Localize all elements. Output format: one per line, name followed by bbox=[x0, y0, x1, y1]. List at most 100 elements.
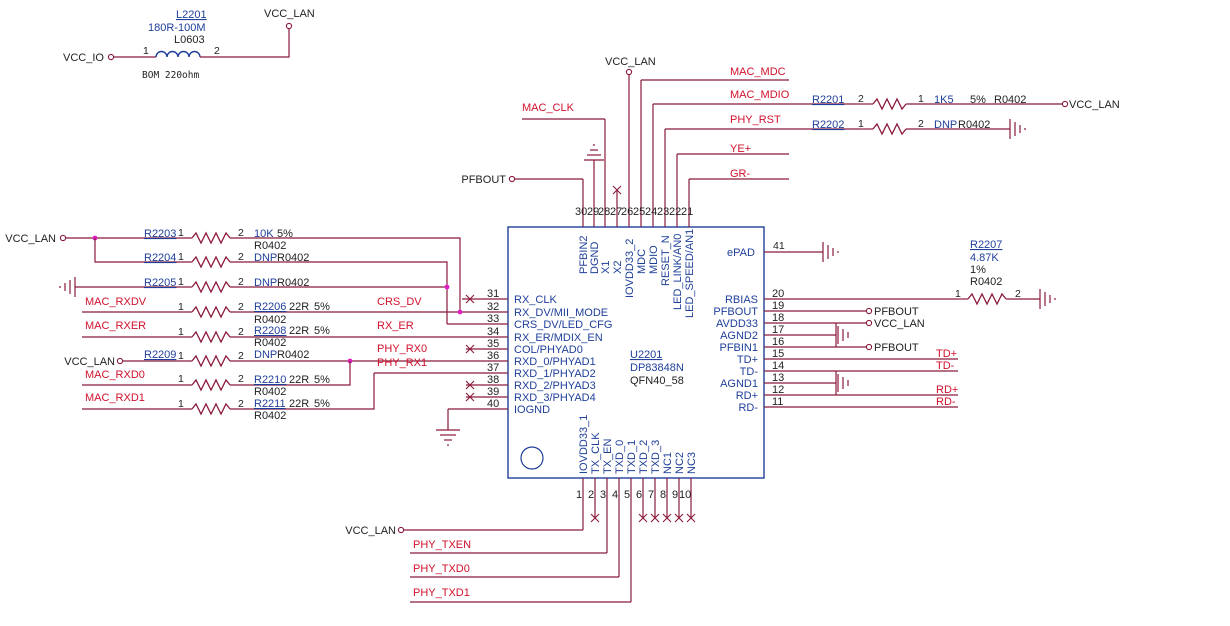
right-pins: 41 ePAD 20 19 18 17 16 15 14 13 12 11 RB… bbox=[713, 240, 958, 414]
net-mac-rxd1: MAC_RXD1 bbox=[85, 392, 145, 404]
net-mac-rxer: MAC_RXER bbox=[85, 320, 146, 332]
r2208-tol: 5% bbox=[314, 325, 330, 337]
r2208-ref: R2208 bbox=[254, 325, 286, 337]
l2201-pin1: 1 bbox=[143, 45, 149, 57]
r2207-pkg: R0402 bbox=[970, 276, 1002, 288]
nc-mark-7 bbox=[650, 513, 660, 523]
resistor-r2204[interactable]: R2204 1 2 DNP R0402 bbox=[144, 251, 309, 269]
r2201-ref: R2201 bbox=[812, 94, 844, 106]
r2209-pin1: 1 bbox=[178, 350, 184, 362]
resistor-r2210[interactable]: 1 2 R2210 22R 5% R0402 bbox=[178, 373, 330, 398]
resistor-r2203[interactable]: R2203 1 2 10K 5% R0402 bbox=[144, 227, 293, 252]
pin-name-x1: X1 bbox=[600, 261, 612, 274]
pin-num-11: 11 bbox=[772, 396, 783, 408]
pin-num-17: 17 bbox=[772, 324, 784, 336]
pin-name-txd2: TXD_2 bbox=[638, 440, 650, 474]
net-rx-er: RX_ER bbox=[377, 320, 414, 332]
r2211-tol: 5% bbox=[314, 398, 330, 410]
net-phy-txen: PHY_TXEN bbox=[413, 539, 471, 551]
r2208-value: 22R bbox=[289, 325, 309, 337]
nc-mark-8 bbox=[662, 513, 672, 523]
resistor-r2206[interactable]: 1 2 R2206 22R 5% R0402 bbox=[178, 301, 330, 326]
inductor-l2201[interactable]: VCC_IO L2201 180R-100M L0603 1 2 BOM 220… bbox=[63, 8, 315, 81]
top-nets: VCC_LAN MAC_CLK PFBOUT MAC_MDC MAC_MDIO … bbox=[461, 56, 860, 186]
r2201-tol: 5% bbox=[970, 94, 986, 106]
pin-name-txd3: TXD_3 bbox=[650, 440, 662, 474]
nc-mark-x2 bbox=[612, 185, 622, 195]
net-gr-minus: GR- bbox=[730, 168, 751, 180]
r2207-value: 4.87K bbox=[970, 252, 999, 264]
pin-name-rx-er: RX_ER/MDIX_EN bbox=[514, 332, 603, 344]
left-net-wiring: VCC_LAN MAC_RXDV CRS_DV MAC_RXER RX_ER V… bbox=[5, 233, 463, 410]
r2203-tol: 5% bbox=[277, 228, 293, 240]
resistor-r2201[interactable]: R2201 2 1 1K5 5% R0402 VCC_LAN bbox=[812, 93, 1120, 111]
r2204-ref: R2204 bbox=[144, 252, 176, 264]
chip-u2201[interactable]: U2201 DP83848N QFN40_58 bbox=[507, 226, 765, 479]
resistor-r2211[interactable]: 1 2 R2211 22R 5% R0402 bbox=[178, 398, 330, 422]
pin-name-rbias: RBIAS bbox=[725, 294, 758, 306]
pin-num-24: 24 bbox=[645, 206, 657, 218]
pin-name-nc1: NC1 bbox=[662, 452, 674, 474]
r2206-tol: 5% bbox=[314, 301, 330, 313]
resistor-r2209[interactable]: R2209 1 2 DNP R0402 bbox=[144, 349, 309, 368]
r2210-ref: R2210 bbox=[254, 374, 286, 386]
r2206-value: 22R bbox=[289, 301, 309, 313]
pin-num-20: 20 bbox=[772, 288, 784, 300]
r2206-ref: R2206 bbox=[254, 301, 286, 313]
r2202-value: DNP bbox=[934, 119, 957, 131]
pin-num-26: 26 bbox=[621, 206, 633, 218]
pin-num-25: 25 bbox=[633, 206, 645, 218]
pin-name-iognd: IOGND bbox=[514, 404, 550, 416]
nc-mark-10 bbox=[686, 513, 696, 523]
r2206-pkg: R0402 bbox=[254, 314, 286, 326]
net-pfbout-left: PFBOUT bbox=[461, 174, 506, 186]
resistor-r2208[interactable]: 1 2 R2208 22R 5% R0402 bbox=[178, 325, 330, 349]
r2210-tol: 5% bbox=[314, 374, 330, 386]
ground-dgnd-icon bbox=[584, 144, 604, 161]
resistor-r2207[interactable]: R2207 4.87K 1% R0402 1 2 bbox=[955, 239, 1056, 309]
pin-name-mdc: MDC bbox=[636, 249, 648, 274]
pin-num-23: 23 bbox=[657, 206, 669, 218]
r2203-value: 10K bbox=[254, 228, 274, 240]
pin-name-pfbin1: PFBIN1 bbox=[719, 342, 758, 354]
r2209-pkg: R0402 bbox=[277, 349, 309, 361]
l2201-package: L0603 bbox=[174, 34, 205, 46]
r2202-pkg: R0402 bbox=[958, 119, 990, 131]
pin-name-avdd33: AVDD33 bbox=[716, 318, 758, 330]
pin-num-21: 21 bbox=[681, 206, 693, 218]
pin-name-col: COL/PHYAD0 bbox=[514, 344, 583, 356]
bottom-net-wiring: VCC_LAN PHY_TXEN PHY_TXD0 PHY_TXD1 bbox=[345, 525, 631, 603]
r2202-pin-a: 1 bbox=[858, 118, 864, 130]
pin-num-33: 33 bbox=[487, 313, 499, 325]
net-mac-rxdv: MAC_RXDV bbox=[85, 296, 147, 308]
ground-r2202-icon bbox=[1009, 119, 1026, 139]
pin-num-1: 1 bbox=[576, 489, 582, 501]
r2203-pin1: 1 bbox=[178, 227, 184, 239]
r2203-pkg: R0402 bbox=[254, 240, 286, 252]
vcc-lan-top-label: VCC_LAN bbox=[605, 56, 656, 68]
net-rd-minus: RD- bbox=[936, 396, 956, 408]
pin-name-tx-clk: TX_CLK bbox=[590, 432, 602, 474]
pin-name-td-minus: TD- bbox=[740, 366, 759, 378]
net-crs-dv: CRS_DV bbox=[377, 296, 422, 308]
pin-num-34: 34 bbox=[487, 326, 499, 338]
net-mac-mdc: MAC_MDC bbox=[730, 66, 786, 78]
pin-num-18: 18 bbox=[772, 312, 784, 324]
l2201-value: 180R-100M bbox=[148, 22, 205, 34]
r2210-value: 22R bbox=[289, 374, 309, 386]
resistor-r2205[interactable]: R2205 1 2 DNP R0402 bbox=[144, 276, 309, 294]
pin-num-29: 29 bbox=[587, 206, 599, 218]
pin-name-mdio: MDIO bbox=[648, 245, 660, 274]
ground-epad-icon bbox=[822, 242, 839, 262]
ground-r2205-icon bbox=[59, 277, 76, 297]
pin-name-nc3: NC3 bbox=[686, 452, 698, 474]
pin-name-rxd0: RXD_0/PHYAD1 bbox=[514, 356, 596, 368]
pin-name-reset-n: RESET_N bbox=[660, 235, 672, 286]
resistor-r2202[interactable]: R2202 1 2 DNP R0402 bbox=[812, 118, 1026, 139]
r2209-ref: R2209 bbox=[144, 349, 176, 361]
r2210-pin2: 2 bbox=[238, 373, 244, 385]
pin-num-2: 2 bbox=[588, 489, 594, 501]
vcc-lan-r2209-label: VCC_LAN bbox=[64, 356, 115, 368]
pin-num-31: 31 bbox=[487, 288, 499, 300]
